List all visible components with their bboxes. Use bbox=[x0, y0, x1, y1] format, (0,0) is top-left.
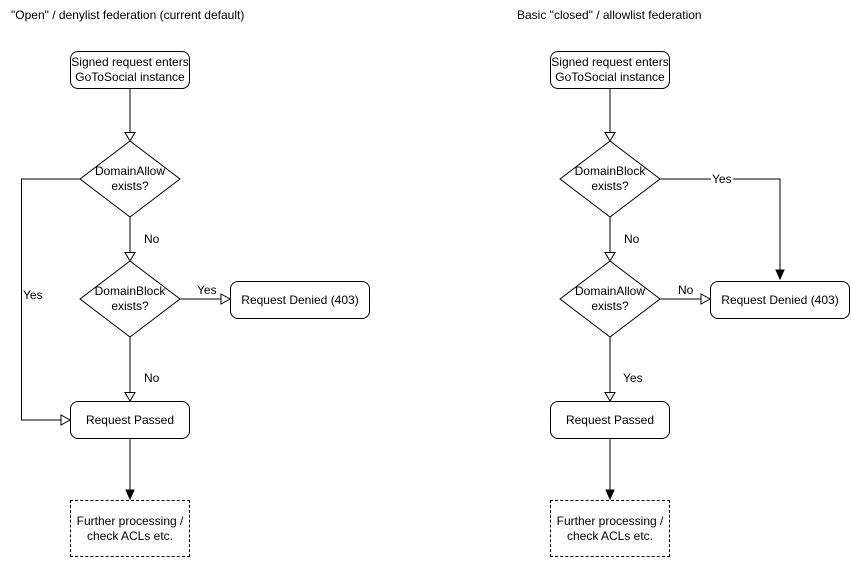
arrowhead-open-left-allow bbox=[124, 132, 136, 142]
left-label-block-yes: Yes bbox=[196, 283, 218, 297]
arrowhead-open-left-passed-side bbox=[60, 414, 72, 426]
left-label-allow-yes: Yes bbox=[22, 288, 44, 302]
arrowhead-open-right-block bbox=[604, 132, 616, 142]
left-label-block-no: No bbox=[143, 371, 161, 385]
arrowhead-open-right-passed bbox=[604, 392, 616, 402]
edge-left-allow-yes-elbow bbox=[21, 178, 80, 421]
left-decision-block-shape bbox=[79, 260, 181, 338]
right-label-block-yes: Yes bbox=[711, 172, 733, 186]
right-start-node: Signed request enters GoToSocial instanc… bbox=[550, 51, 670, 89]
left-label-allow-no: No bbox=[143, 232, 161, 246]
right-label-allow-yes: Yes bbox=[622, 371, 644, 385]
right-decision-block-label: DomainBlock exists? bbox=[574, 164, 646, 193]
arrowhead-open-right-denied bbox=[700, 293, 712, 305]
right-further-node: Further processing / check ACLs etc. bbox=[550, 500, 670, 557]
arrowhead-solid-right-denied-top bbox=[775, 269, 785, 281]
right-chart-title: Basic "closed" / allowlist federation bbox=[517, 8, 702, 22]
arrowhead-solid-right-further bbox=[605, 489, 615, 501]
left-passed-node: Request Passed bbox=[70, 401, 190, 439]
right-label-block-no: No bbox=[623, 232, 641, 246]
arrowhead-open-left-passed bbox=[124, 392, 136, 402]
right-label-allow-no: No bbox=[677, 283, 695, 297]
left-decision-block-label: DomainBlock exists? bbox=[94, 284, 166, 313]
left-denied-node: Request Denied (403) bbox=[230, 281, 370, 319]
arrowhead-solid-left-further bbox=[125, 489, 135, 501]
edge-right-block-yes-elbow bbox=[660, 178, 781, 270]
left-decision-allow-label: DomainAllow exists? bbox=[94, 164, 166, 193]
arrowhead-open-left-block bbox=[124, 252, 136, 262]
arrowhead-open-right-allow bbox=[604, 252, 616, 262]
right-decision-allow-shape bbox=[559, 260, 661, 338]
arrowhead-open-left-denied bbox=[220, 293, 232, 305]
right-passed-node: Request Passed bbox=[550, 401, 670, 439]
right-decision-block-shape bbox=[559, 140, 661, 218]
left-start-node: Signed request enters GoToSocial instanc… bbox=[70, 51, 190, 89]
left-further-node: Further processing / check ACLs etc. bbox=[70, 500, 190, 557]
right-denied-node: Request Denied (403) bbox=[710, 281, 850, 319]
left-decision-allow-shape bbox=[79, 140, 181, 218]
right-decision-allow-label: DomainAllow exists? bbox=[574, 284, 646, 313]
left-chart-title: "Open" / denylist federation (current de… bbox=[11, 8, 245, 22]
